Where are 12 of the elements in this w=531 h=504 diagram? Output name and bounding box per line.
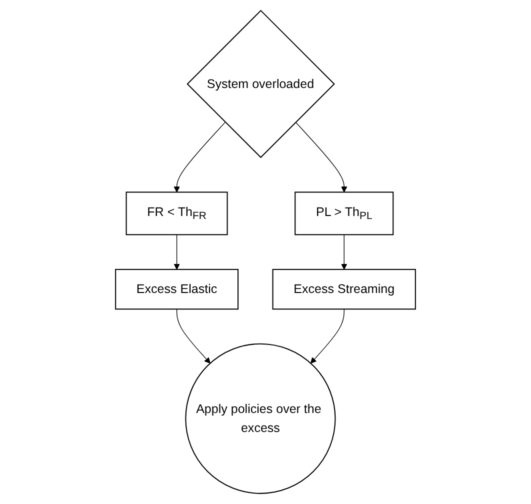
arrow xyxy=(174,122,226,192)
node-circle: Apply policies over the excess xyxy=(185,343,336,494)
arrow xyxy=(174,234,180,270)
node-box: FR < Th$_{FR}$ xyxy=(126,192,228,236)
arrow xyxy=(295,122,348,192)
arrow xyxy=(176,308,210,364)
node-diamond: System overloaded xyxy=(186,10,335,158)
arrow xyxy=(310,308,344,364)
node-box: Excess Elastic xyxy=(115,268,239,310)
node-box: Excess Streaming xyxy=(272,268,416,310)
arrow xyxy=(341,234,348,270)
node-box: PL > Th$_{PL}$ xyxy=(294,192,394,236)
